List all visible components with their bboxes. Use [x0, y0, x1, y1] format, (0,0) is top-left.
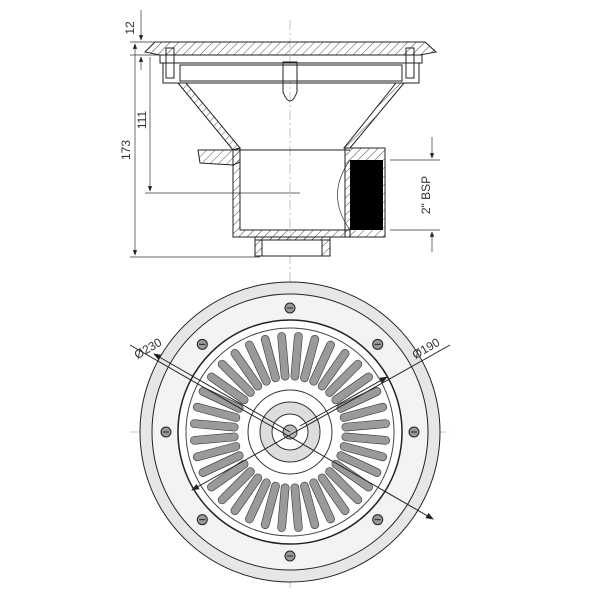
top-plan-view: Ø230 Ø190 — [129, 272, 451, 590]
grate-slot — [192, 402, 241, 422]
screw-right — [405, 47, 415, 79]
dim-12-label: 12 — [123, 21, 137, 35]
grate-slot — [190, 419, 239, 432]
body-rim — [162, 62, 420, 84]
side-section-view: 12 111 173 2" BSP — [119, 10, 440, 270]
grate-slot — [317, 349, 350, 391]
grate-slot — [336, 451, 382, 477]
grate-slot — [336, 387, 382, 413]
grate-slots — [190, 332, 390, 532]
grate-slot — [300, 481, 320, 530]
grate-slot — [207, 459, 249, 492]
outlet-bore — [337, 159, 351, 231]
grate-slot — [192, 442, 241, 462]
dim-111-label: 111 — [135, 111, 149, 130]
dim-173-label: 173 — [119, 140, 133, 160]
grate-slot — [331, 372, 373, 405]
grate-slot — [277, 332, 290, 381]
dim-230-line — [129, 344, 434, 520]
dim-190-line — [191, 344, 451, 491]
grate-slot — [325, 467, 363, 505]
grate-slot — [290, 483, 303, 532]
grate-slot — [230, 473, 263, 515]
grate-slot — [217, 467, 255, 505]
grate-slot — [217, 359, 255, 397]
grate-slot — [290, 332, 303, 381]
grate-slot — [277, 483, 290, 532]
grate-slot — [300, 334, 320, 383]
grate-slot — [245, 478, 271, 524]
grate-slot — [317, 473, 350, 515]
grate-slot — [198, 451, 244, 477]
screws — [160, 302, 420, 562]
grate-slot — [341, 419, 390, 432]
grate-slot — [309, 478, 335, 524]
thread — [350, 160, 383, 230]
grate-slot — [325, 359, 363, 397]
grate-slot — [339, 442, 388, 462]
grate-slot — [207, 372, 249, 405]
body-rim-inner — [179, 64, 403, 82]
grate-slot — [339, 402, 388, 422]
grate-slot — [260, 481, 280, 530]
cone-left-wall — [176, 82, 241, 151]
dim-bsp-label: 2" BSP — [419, 176, 433, 214]
grate-slot — [230, 349, 263, 391]
grate-slot — [309, 340, 335, 386]
screw-left — [165, 47, 175, 79]
spigot-bore — [261, 239, 323, 257]
grate-slot — [190, 432, 239, 445]
cone-right-wall — [342, 82, 406, 149]
flange — [143, 41, 438, 56]
plug — [282, 61, 298, 102]
grate-slot — [341, 432, 390, 445]
grate-slot — [260, 334, 280, 383]
chamber-wall — [232, 149, 351, 241]
grate-slot — [245, 340, 271, 386]
